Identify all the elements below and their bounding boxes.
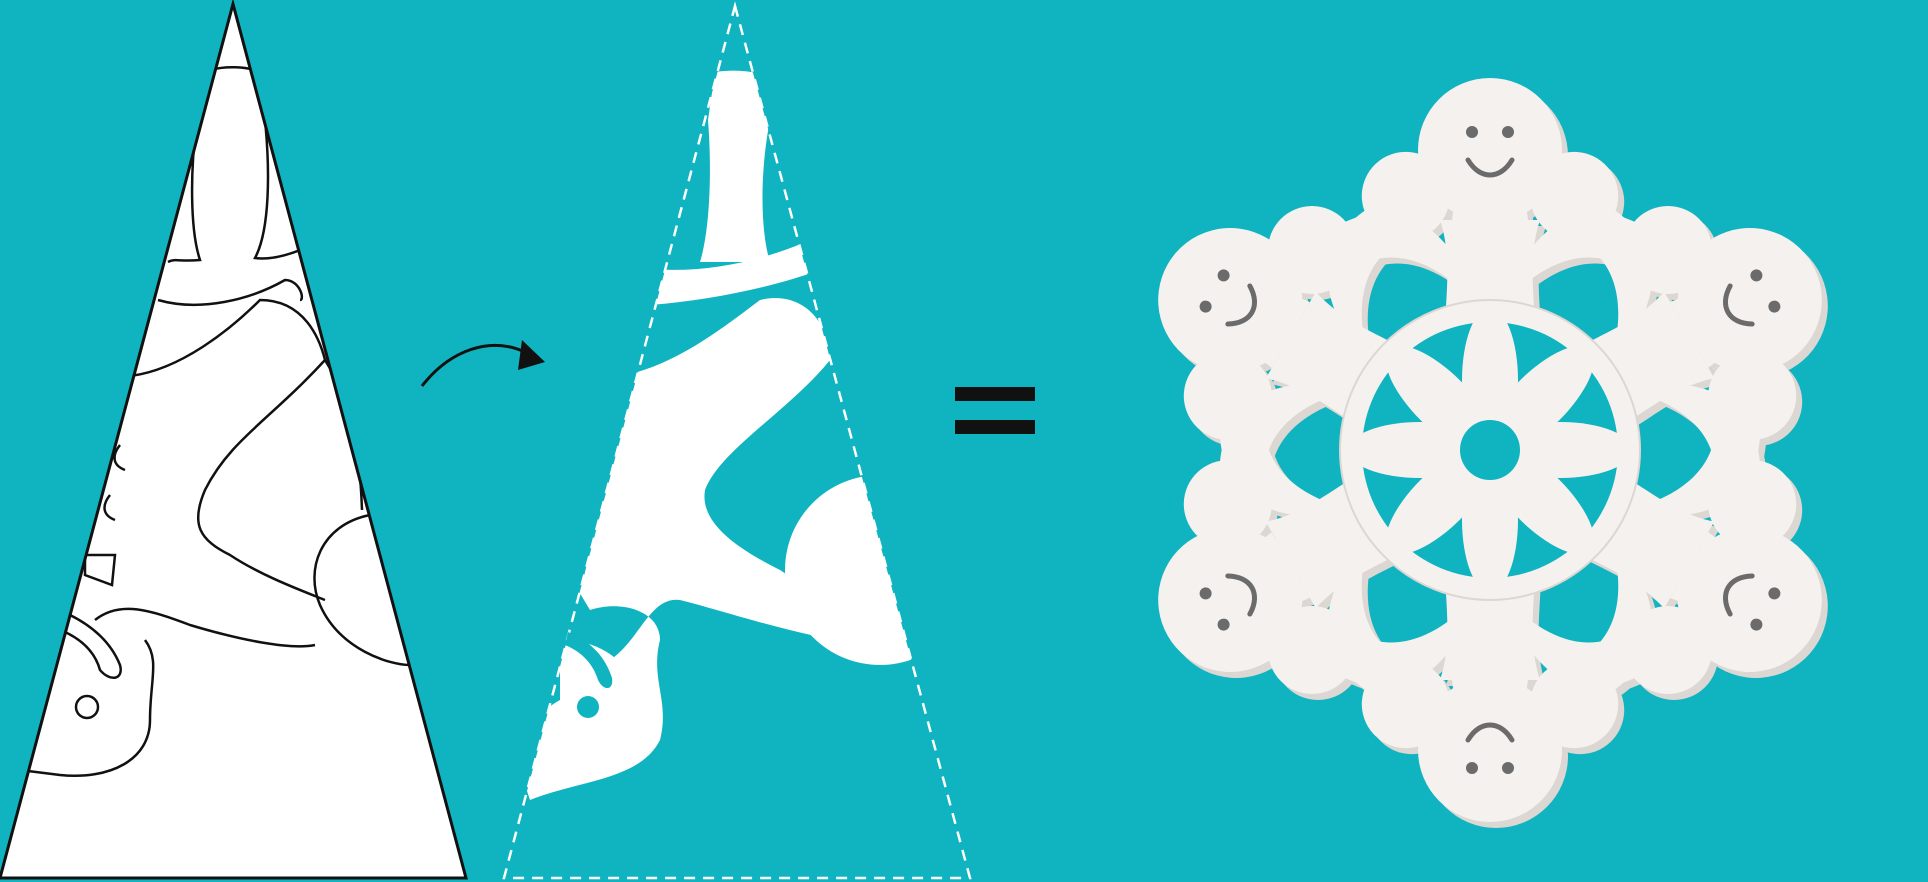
craft-instruction-scene	[0, 0, 1928, 882]
illustration-canvas	[0, 0, 1928, 882]
